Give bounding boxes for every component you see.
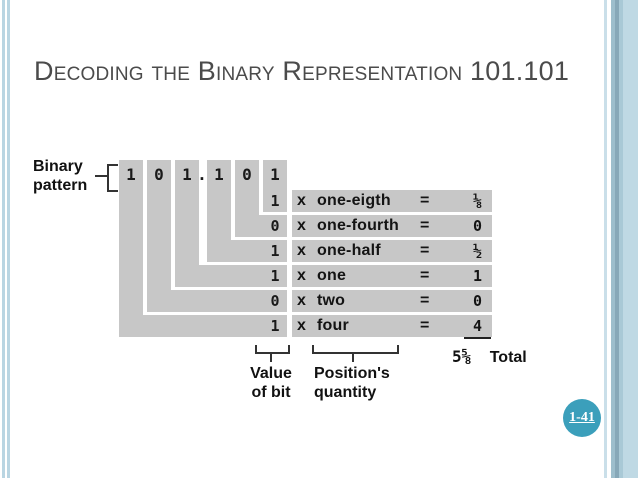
equals-symbol: = (420, 292, 430, 309)
value-of-bit: 1 (270, 242, 280, 260)
pattern-bracket (107, 164, 118, 192)
value-of-bit-brace-tick (270, 352, 272, 362)
position-quantity-brace-tick (352, 352, 354, 362)
multiply-symbol: x (297, 192, 306, 209)
value-of-bit: 0 (270, 292, 280, 310)
binary-pattern-label-line2: pattern (33, 177, 88, 194)
equals-symbol: = (420, 192, 430, 209)
position-name: one (317, 267, 347, 284)
equals-symbol: = (420, 267, 430, 284)
multiply-symbol: x (297, 242, 306, 259)
value-of-bit-brace (255, 345, 290, 354)
binary-pattern-label: Binary pattern (33, 157, 87, 195)
position-name: one-fourth (317, 217, 399, 234)
value-of-bit: 1 (270, 267, 280, 285)
table-row: x one = 1 (292, 265, 492, 287)
position-name: one-eigth (317, 192, 391, 209)
bit-column-four: 1 (119, 160, 143, 337)
left-edge-stripe (2, 0, 5, 478)
position-name: two (317, 292, 346, 309)
multiply-symbol: x (297, 267, 306, 284)
value-of-bit-label: Value of bit (250, 365, 292, 401)
elbow-arm (207, 240, 287, 262)
radix-point: . (197, 165, 207, 184)
slide-title: Decoding the Binary Representation 101.1… (34, 56, 570, 86)
page-number-badge: 1-41 (563, 399, 601, 437)
right-edge-stripe (623, 0, 638, 478)
elbow-arm (119, 315, 287, 337)
bit-digit: 1 (214, 165, 224, 184)
pattern-label-connector (95, 175, 108, 177)
table-row: x one-eigth = ⅛ (292, 190, 492, 212)
position-name: four (317, 317, 349, 334)
table-row: x one-half = ½ (292, 240, 492, 262)
bit-digit: 0 (242, 165, 252, 184)
total-row: 5⅝ Total (452, 347, 527, 367)
equals-symbol: = (420, 317, 430, 334)
positions-quantity-label: Position's quantity (314, 365, 390, 401)
bit-digit: 0 (154, 165, 164, 184)
elbow-arm (263, 190, 287, 212)
total-value: 5⅝ (452, 347, 472, 366)
equals-symbol: = (420, 217, 430, 234)
bit-digit: 1 (270, 165, 280, 184)
right-edge-stripe (615, 0, 619, 478)
right-edge-stripe (611, 0, 615, 478)
value-of-bit: 1 (270, 192, 280, 210)
multiply-symbol: x (297, 292, 306, 309)
left-edge-stripe (7, 0, 10, 478)
table-row: x four = 4 (292, 315, 492, 339)
bit-digit: 1 (126, 165, 136, 184)
table-row: x one-fourth = 0 (292, 215, 492, 237)
binary-pattern-label-line1: Binary (33, 158, 83, 175)
elbow-arm (235, 215, 287, 237)
multiply-symbol: x (297, 317, 306, 334)
value-of-bit: 1 (270, 317, 280, 335)
elbow-arm (147, 290, 287, 312)
bit-digit: 1 (182, 165, 192, 184)
multiply-symbol: x (297, 217, 306, 234)
position-name: one-half (317, 242, 381, 259)
elbow-arm (175, 265, 287, 287)
table-row: x two = 0 (292, 290, 492, 312)
position-quantity-brace (312, 345, 399, 354)
equals-symbol: = (420, 242, 430, 259)
right-edge-stripe (604, 0, 607, 478)
bit-column-two: 0 (147, 160, 171, 312)
right-edge-stripe (619, 0, 623, 478)
value-of-bit: 0 (270, 217, 280, 235)
total-label: Total (489, 349, 527, 366)
